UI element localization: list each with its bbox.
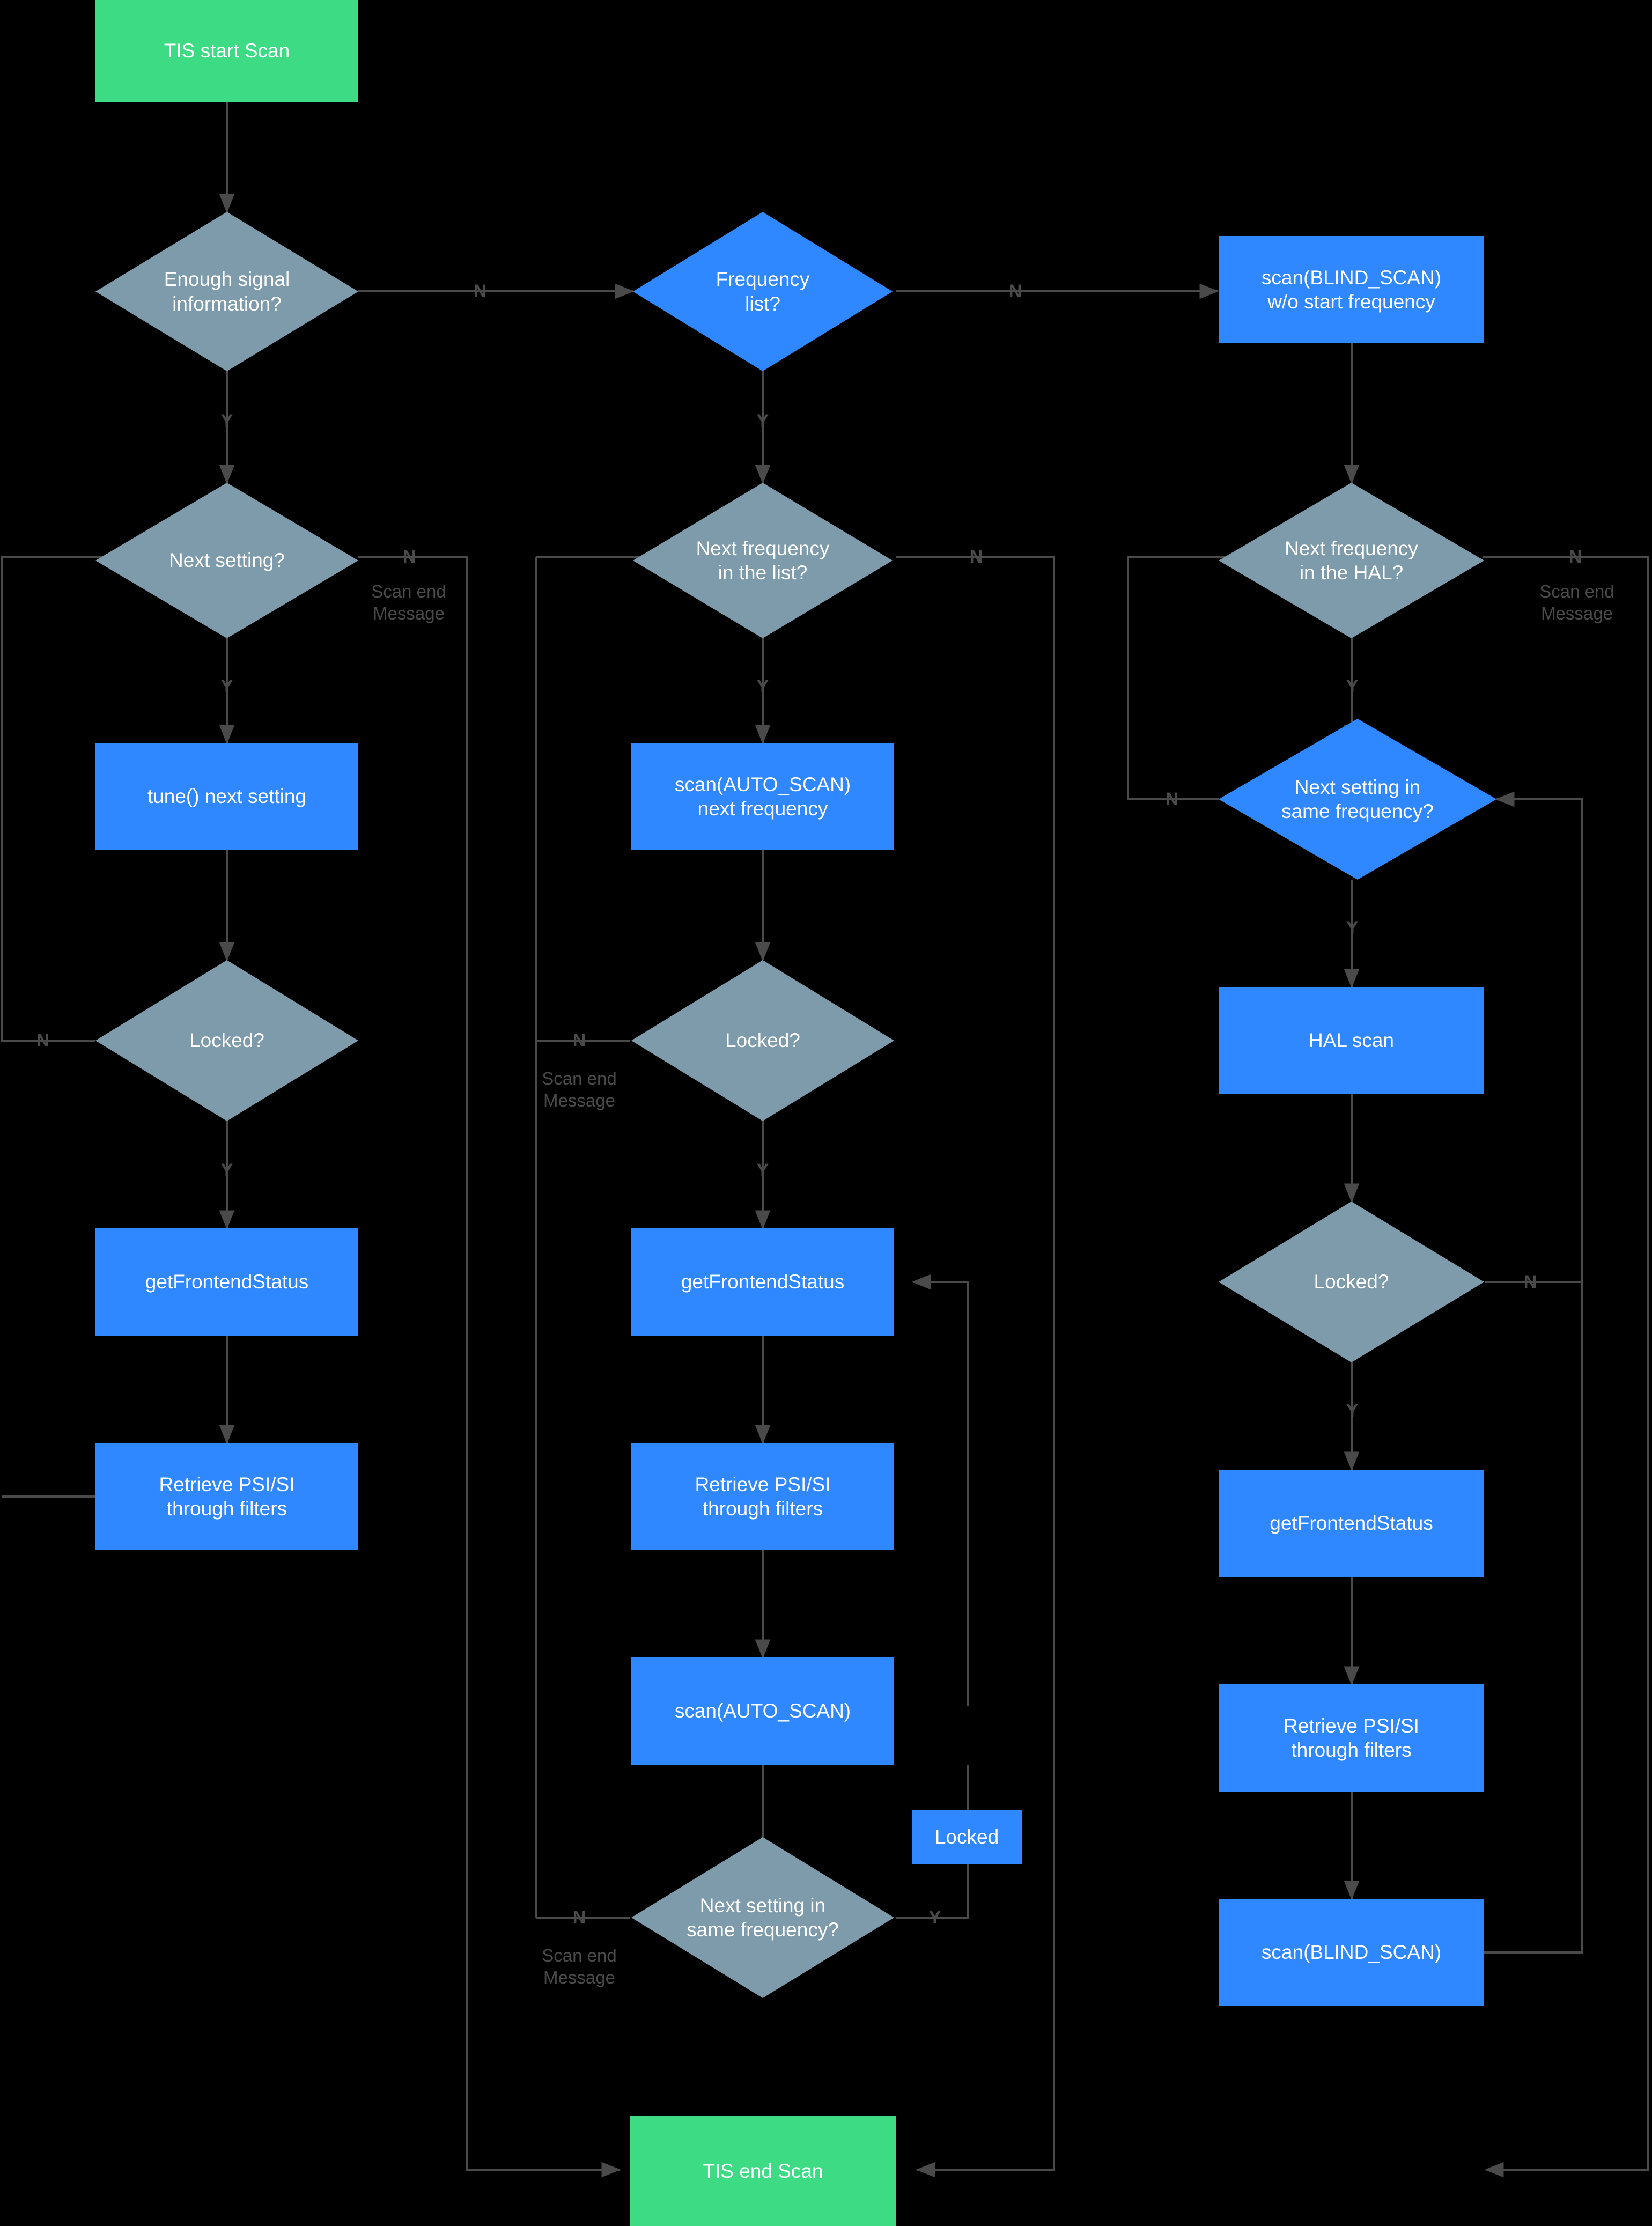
node-next-frequency-in-list[interactable]: Next frequency in the list? [633,483,893,638]
diamond-shape [95,212,358,371]
node-label: Retrieve PSI/SI through filters [159,1473,295,1520]
edge-label-locked3-y: Y [1346,1400,1359,1421]
node-tis-end-scan[interactable]: TIS end Scan [630,2116,896,2226]
edge-label-nextset2-n: N [572,1907,586,1928]
edge-label-nextsetting-y: Y [220,676,233,697]
node-label: Locked [934,1826,999,1848]
edge-label-locked3-n: N [1523,1271,1537,1292]
node-label: scan(BLIND_SCAN) w/o start frequency [1261,266,1442,313]
edge-label-freqlist-y: Y [756,410,769,431]
node-label: Next setting in same frequency? [1281,776,1434,822]
edge-label-enough-y: Y [220,410,233,431]
node-get-frontend-status-col3[interactable]: getFrontendStatus [1219,1470,1484,1577]
node-label: tune() next setting [147,785,307,808]
node-scan-blind-scan[interactable]: scan(BLIND_SCAN) [1219,1899,1484,2006]
diamond-shape [95,483,358,638]
edge-label-enough-n: N [473,281,487,301]
edge-label-nextfreqhal-n: N [1568,546,1582,567]
node-label: getFrontendStatus [145,1271,309,1293]
diamond-shape [1219,1202,1484,1362]
note-scan-end-message-col2b: Scan end Message [542,1945,617,1988]
node-label: scan(BLIND_SCAN) [1261,1941,1442,1964]
diamond-shape [1219,483,1484,638]
edge-label-nextfreqlist-n: N [969,546,983,567]
node-label: Frequency list? [716,268,810,315]
edge-label-nextset3-n: N [1165,788,1179,809]
node-scan-blind-scan-wo-start-frequency[interactable]: scan(BLIND_SCAN) w/o start frequency [1219,236,1484,343]
node-label: scan(AUTO_SCAN) next frequency [674,773,851,820]
node-label: getFrontendStatus [1270,1512,1433,1535]
node-scan-auto-scan[interactable]: scan(AUTO_SCAN) [631,1657,894,1765]
node-next-frequency-in-hal[interactable]: Next frequency in the HAL? [1219,483,1484,638]
node-label: Retrieve PSI/SI through filters [695,1473,831,1520]
node-label: Next setting in same frequency? [687,1894,839,1941]
node-next-setting[interactable]: Next setting? [95,483,358,638]
diamond-shape [631,960,894,1121]
note-scan-end-message-col1: Scan end Message [371,581,446,624]
node-frequency-list[interactable]: Frequency list? [633,212,893,371]
node-label: Enough signal information? [164,268,290,315]
diamond-shape [633,483,893,638]
node-retrieve-psi-si-col3[interactable]: Retrieve PSI/SI through filters [1219,1684,1484,1792]
node-label: Retrieve PSI/SI through filters [1284,1714,1419,1761]
node-label: Next frequency in the list? [696,537,830,584]
node-label: Next frequency in the HAL? [1285,537,1418,584]
node-label: Next setting? [169,549,285,572]
diamond-shape [631,1837,894,1998]
edge-label-nextset3-y: Y [1346,917,1359,938]
node-hal-scan[interactable]: HAL scan [1219,987,1484,1094]
edge-label-locked2-n: N [572,1030,586,1051]
edge-label-locked1-n: N [36,1030,50,1051]
node-label: Locked? [1314,1271,1389,1293]
node-label: Locked? [725,1029,800,1052]
diamond-shape [95,960,358,1121]
node-locked-col2[interactable]: Locked? [631,960,894,1121]
node-label: HAL scan [1308,1029,1395,1052]
note-scan-end-message-col3: Scan end Message [1539,581,1614,624]
node-label: scan(AUTO_SCAN) [674,1700,851,1722]
diamond-shape [1219,719,1496,880]
node-locked-box[interactable]: Locked [912,1810,1022,1864]
edge-label-nextset2-y: Y [928,1907,941,1928]
node-next-setting-same-frequency-col3[interactable]: Next setting in same frequency? [1219,719,1496,880]
node-retrieve-psi-si-col2[interactable]: Retrieve PSI/SI through filters [631,1443,894,1550]
edge-label-nextfreqlist-y: Y [756,676,769,697]
diamond-shape [633,212,893,371]
node-scan-auto-scan-next-frequency[interactable]: scan(AUTO_SCAN) next frequency [631,743,894,850]
node-enough-signal-information[interactable]: Enough signal information? [95,212,358,371]
node-next-setting-same-frequency-col2[interactable]: Next setting in same frequency? [631,1837,894,1998]
node-get-frontend-status-col1[interactable]: getFrontendStatus [95,1228,358,1336]
note-scan-end-message-col2: Scan end Message [542,1068,617,1111]
edge-label-nextsetting-n: N [402,546,416,567]
node-retrieve-psi-si-col1[interactable]: Retrieve PSI/SI through filters [95,1443,358,1550]
edge-label-freqlist-n: N [1008,281,1022,301]
edge-label-locked2-y: Y [756,1160,769,1181]
edge-label-locked1-y: Y [220,1160,233,1181]
node-get-frontend-status-col2[interactable]: getFrontendStatus [631,1228,894,1336]
node-tis-start-scan[interactable]: TIS start Scan [95,0,358,102]
node-locked-col3[interactable]: Locked? [1219,1202,1484,1362]
node-label: TIS start Scan [164,40,290,62]
node-tune-next-setting[interactable]: tune() next setting [95,743,358,850]
edge-label-nextfreqhal-y: Y [1346,676,1359,697]
node-label: getFrontendStatus [681,1271,845,1293]
node-locked-col1[interactable]: Locked? [95,960,358,1121]
node-label: TIS end Scan [703,2159,823,2182]
node-label: Locked? [189,1029,264,1052]
